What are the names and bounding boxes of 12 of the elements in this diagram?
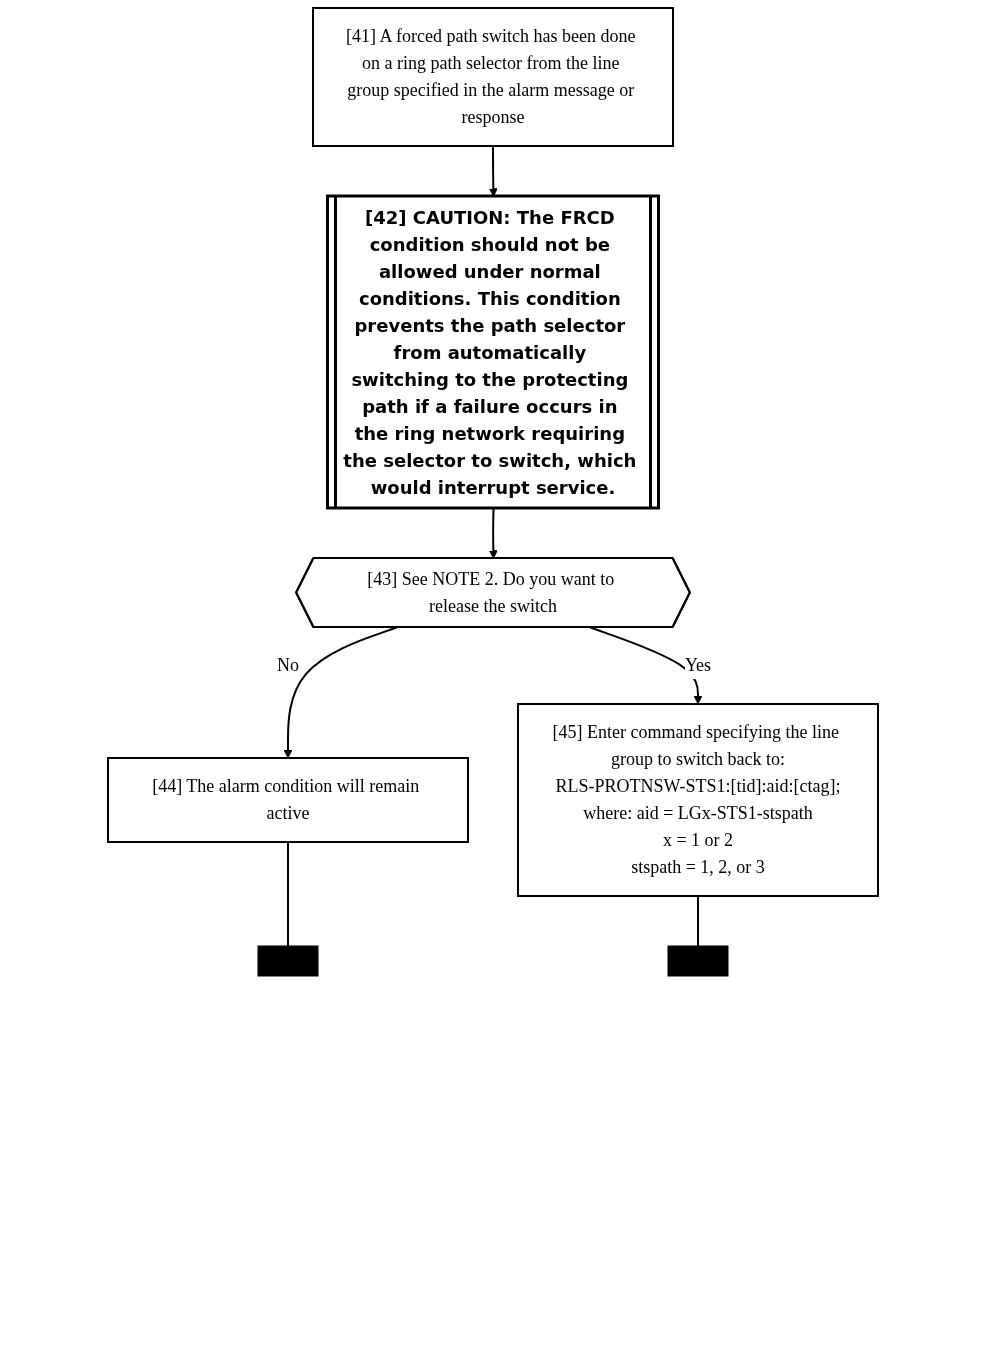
arrow (283, 626, 398, 759)
arrow (588, 626, 702, 705)
node-box: [41] A forced path switch has been done on a ring path selector from the line group specified in the alarm message or response (311, 7, 674, 147)
edge-label: Yes (684, 655, 711, 675)
connector (696, 895, 699, 947)
node-bar (667, 945, 728, 977)
node-box: [45] Enter command specifying the line group to switch back to: RLS-PROTNSW-STS1:[tid]:aid:[ctag]; where: aid = LGx-STS1-stspath x = 1 or 2 stspath = 1, 2, or 3 (516, 703, 879, 897)
node-bar (257, 945, 318, 977)
edge-label: No (276, 655, 299, 675)
node-box: [44] The alarm condition will remain active (106, 757, 469, 843)
arrow (488, 145, 498, 197)
connector (286, 841, 289, 947)
